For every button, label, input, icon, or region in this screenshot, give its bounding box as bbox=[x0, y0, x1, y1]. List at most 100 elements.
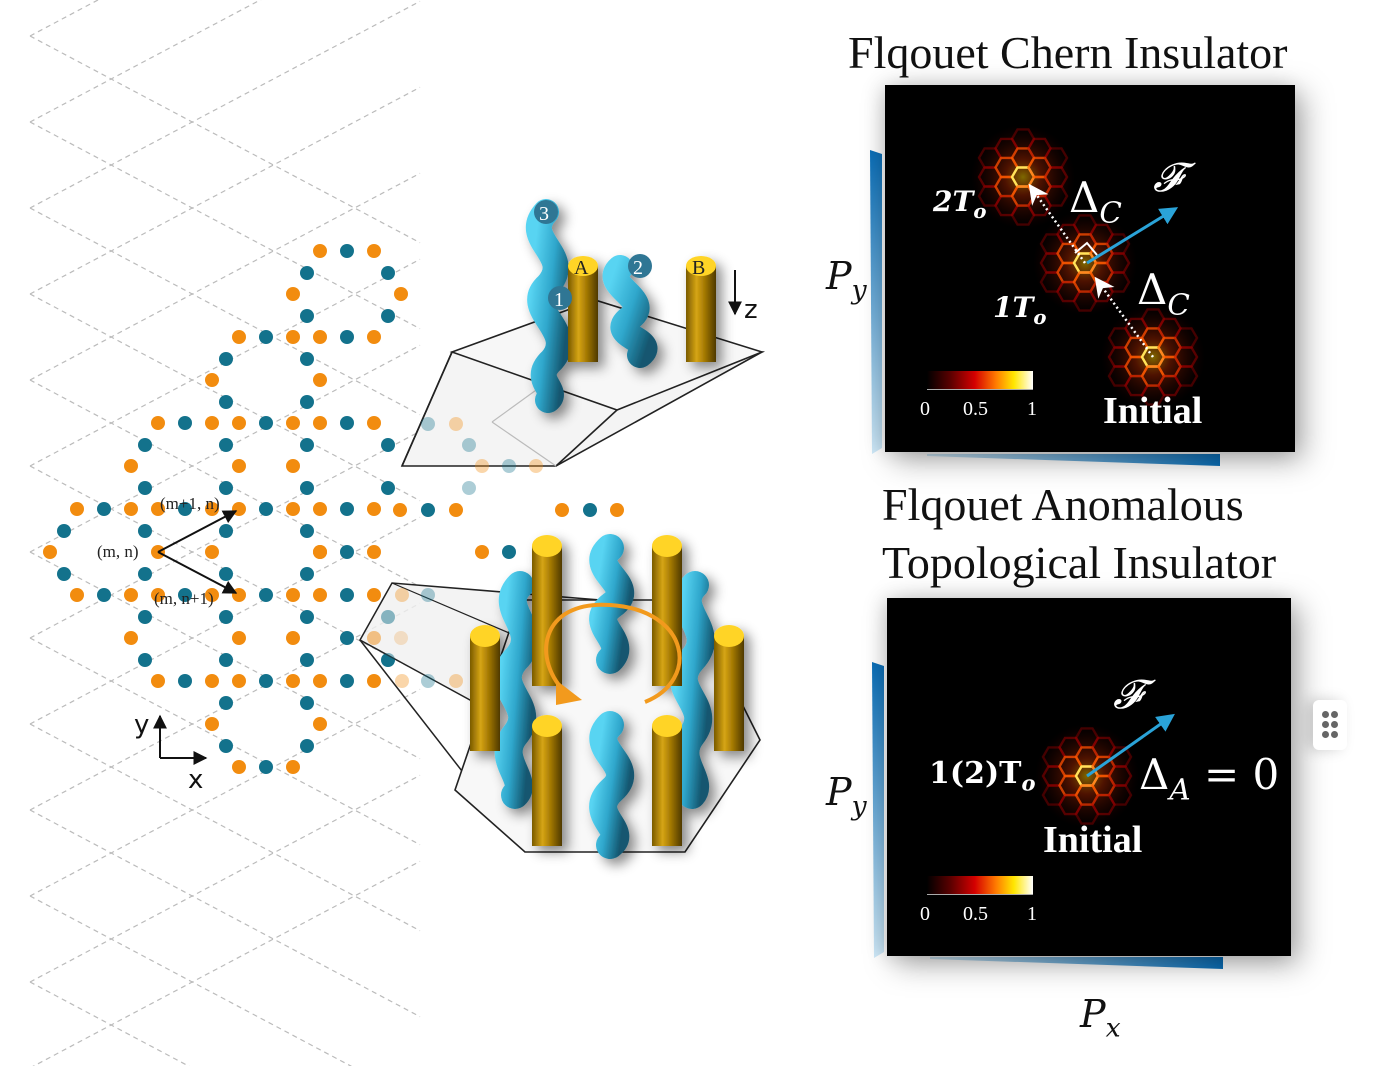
z-axis-label: z bbox=[744, 295, 758, 325]
site-b bbox=[300, 481, 314, 495]
hexagon-cell bbox=[1157, 355, 1182, 378]
site-b bbox=[300, 567, 314, 581]
site-a bbox=[232, 502, 246, 516]
waveguide-label-2: 2 bbox=[633, 257, 643, 279]
site-b bbox=[583, 503, 597, 517]
grid-line bbox=[29, 981, 190, 1066]
site-a bbox=[313, 373, 327, 387]
site-a bbox=[124, 631, 138, 645]
label-time: 1(2)To bbox=[929, 756, 1036, 796]
hexagon-cell bbox=[1091, 793, 1116, 816]
label-initial: Initial bbox=[1043, 819, 1143, 861]
bottom-panel-x-label: Px bbox=[1080, 992, 1121, 1044]
waveguide-label-3: 3 bbox=[539, 203, 549, 225]
site-a bbox=[43, 545, 57, 559]
site-b bbox=[219, 567, 233, 581]
site-a bbox=[232, 631, 246, 645]
hexagon-cell bbox=[1173, 346, 1199, 368]
label-a2: (m, n+1) bbox=[154, 589, 214, 608]
site-a bbox=[205, 545, 219, 559]
site-a bbox=[313, 545, 327, 559]
top-panel-y-label: Py bbox=[826, 254, 867, 306]
bottom-panel-plot: 1(2)To ΔA = 0 𝓕 Initial 0 0.5 1 bbox=[887, 598, 1291, 956]
site-b bbox=[178, 674, 192, 688]
label-1T: 1To bbox=[993, 291, 1047, 329]
site-b bbox=[259, 674, 273, 688]
site-b bbox=[300, 309, 314, 323]
site-b bbox=[178, 416, 192, 430]
grid-line bbox=[32, 860, 421, 1066]
site-a bbox=[367, 244, 381, 258]
site-b bbox=[178, 588, 192, 602]
site-b bbox=[340, 545, 354, 559]
site-b bbox=[138, 610, 152, 624]
site-a bbox=[367, 674, 381, 688]
right-angle-marker bbox=[1074, 241, 1098, 256]
site-b bbox=[138, 438, 152, 452]
site-b bbox=[300, 266, 314, 280]
site-a bbox=[151, 416, 165, 430]
site-a bbox=[205, 588, 219, 602]
grid-line bbox=[29, 0, 262, 123]
site-b bbox=[259, 330, 273, 344]
site-a bbox=[313, 330, 327, 344]
rod-label-b: B bbox=[692, 257, 705, 279]
colorbar-tick-0: 0 bbox=[920, 903, 930, 925]
site-b bbox=[502, 545, 516, 559]
site-b bbox=[340, 502, 354, 516]
site-b bbox=[259, 588, 273, 602]
site-b bbox=[219, 696, 233, 710]
site-b bbox=[57, 524, 71, 538]
site-a bbox=[124, 459, 138, 473]
grid-line bbox=[29, 723, 421, 932]
site-b bbox=[300, 524, 314, 538]
site-a bbox=[232, 459, 246, 473]
delta-arrow-2 bbox=[1028, 183, 1087, 264]
site-a bbox=[286, 588, 300, 602]
site-b bbox=[259, 416, 273, 430]
hexagon-cell bbox=[1105, 252, 1131, 274]
site-b bbox=[300, 653, 314, 667]
hexagon-cell bbox=[1043, 147, 1069, 169]
site-a bbox=[151, 502, 165, 516]
site-a bbox=[610, 503, 624, 517]
grid-line bbox=[29, 688, 421, 897]
site-b bbox=[138, 524, 152, 538]
colorbar-tick-1: 1 bbox=[1027, 903, 1037, 925]
site-a bbox=[313, 674, 327, 688]
grid-line bbox=[29, 774, 421, 983]
grid-line bbox=[29, 809, 421, 1018]
top-panel-field bbox=[971, 125, 1205, 409]
hexagon-cell bbox=[1105, 233, 1131, 255]
label-origin: (m, n) bbox=[97, 542, 139, 561]
force-arrow bbox=[1086, 713, 1175, 778]
site-b bbox=[259, 502, 273, 516]
bottom-unit-cell bbox=[358, 534, 761, 859]
site-b bbox=[381, 438, 395, 452]
site-b bbox=[300, 352, 314, 366]
grip-dot bbox=[1322, 711, 1329, 718]
site-a bbox=[151, 588, 165, 602]
bottom-panel-title-line1: Flqouet Anomalous bbox=[882, 479, 1244, 530]
colorbar bbox=[927, 371, 1033, 390]
drag-handle[interactable] bbox=[1313, 700, 1347, 750]
site-a bbox=[394, 287, 408, 301]
bottom-panel-title-line2: Topological Insulator bbox=[882, 537, 1277, 588]
label-initial: Initial bbox=[1103, 390, 1203, 432]
site-a bbox=[286, 416, 300, 430]
lattice-vectors bbox=[157, 510, 238, 594]
hexagon-cell bbox=[1140, 384, 1166, 406]
site-a bbox=[205, 674, 219, 688]
hexagon-cell bbox=[1107, 765, 1133, 787]
lattice-sites bbox=[43, 244, 624, 774]
site-a bbox=[70, 502, 84, 516]
site-a bbox=[124, 588, 138, 602]
site-b bbox=[57, 567, 71, 581]
vector-a1 bbox=[157, 510, 238, 553]
vector-a2 bbox=[157, 551, 238, 594]
site-b bbox=[300, 610, 314, 624]
colorbar bbox=[927, 876, 1033, 895]
wavepacket-glow bbox=[971, 125, 1075, 229]
site-a bbox=[367, 545, 381, 559]
grip-dot bbox=[1331, 711, 1338, 718]
